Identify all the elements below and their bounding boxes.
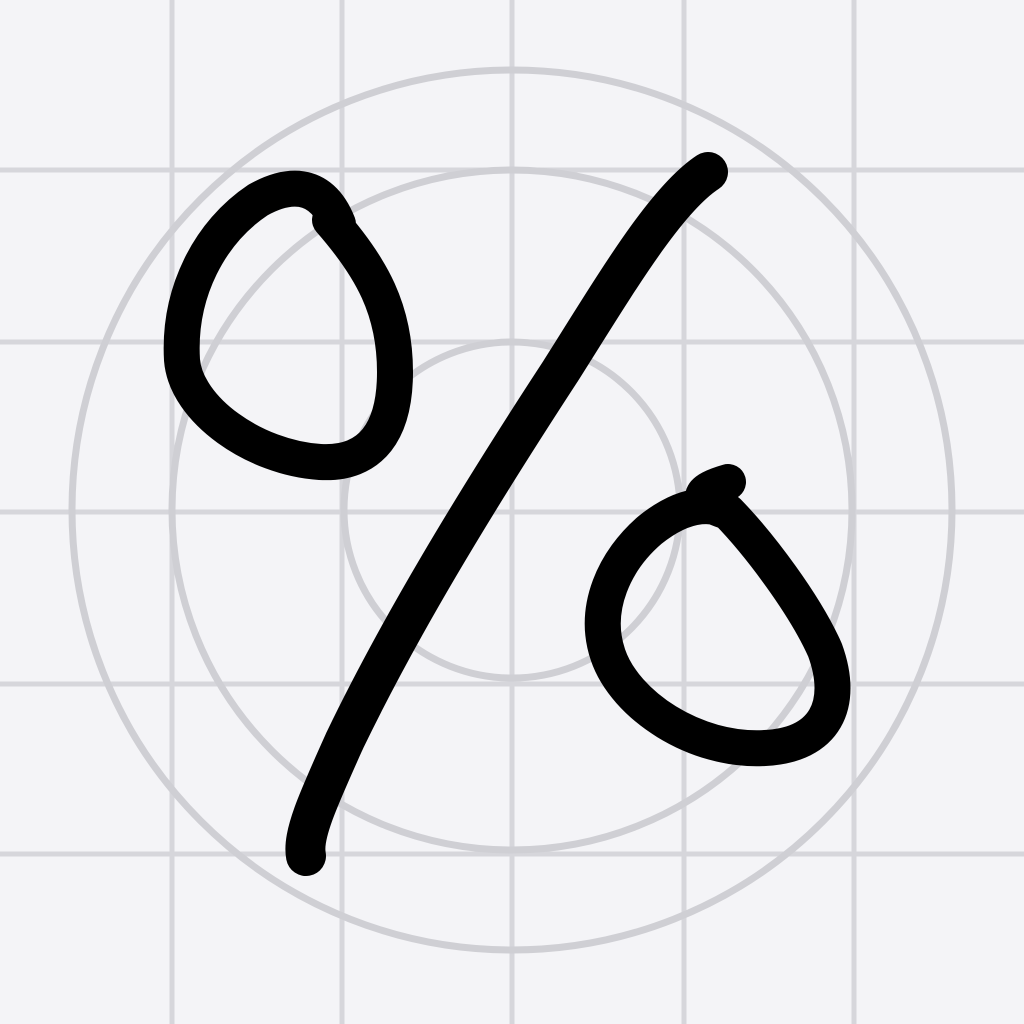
percent-bottom-circle — [584, 464, 851, 767]
percent-sign-icon — [163, 152, 851, 876]
guide-ring-middle — [168, 166, 856, 854]
percent-top-circle — [163, 170, 413, 481]
guide-ring-outer — [68, 66, 956, 954]
percent-slash — [285, 152, 728, 876]
